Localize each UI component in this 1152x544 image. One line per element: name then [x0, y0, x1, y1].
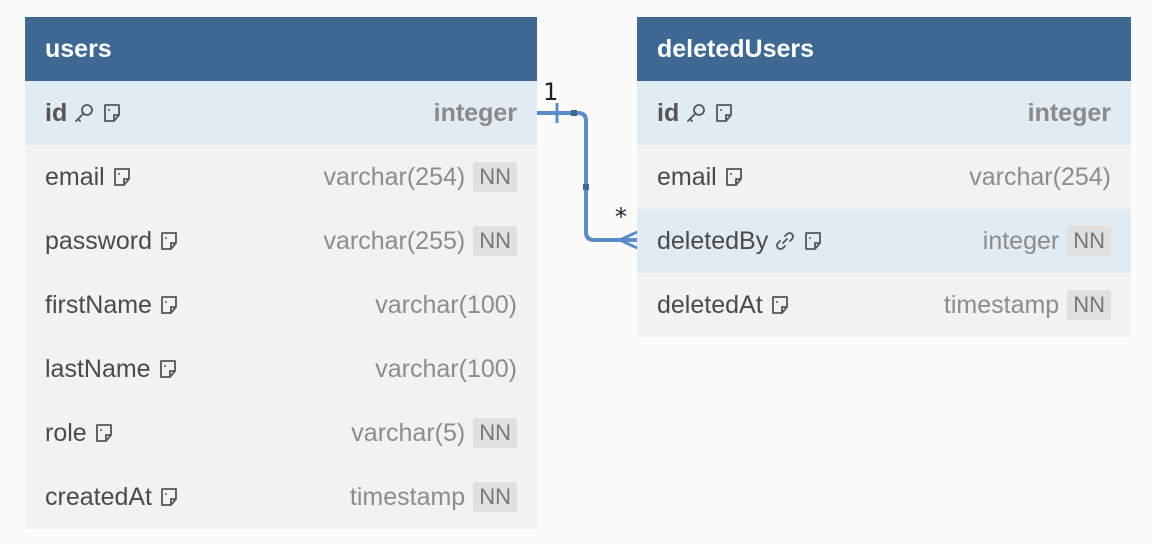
column-row-id[interactable]: id integer: [637, 81, 1131, 145]
column-name: email: [657, 162, 717, 191]
column-type: timestamp: [943, 290, 1060, 319]
column-name-group: deletedBy: [657, 227, 824, 256]
not-null-badge: NN: [473, 418, 517, 448]
column-row-role[interactable]: role varchar(5)NN: [25, 401, 537, 465]
note-icon[interactable]: [723, 166, 745, 188]
not-null-badge: NN: [1067, 290, 1111, 320]
line-handle: [583, 184, 589, 190]
column-name: id: [657, 98, 680, 127]
column-type: timestamp: [349, 482, 466, 511]
key-icon: [73, 102, 95, 124]
note-icon[interactable]: [111, 166, 133, 188]
table-header[interactable]: deletedUsers: [637, 17, 1131, 81]
crow-foot-lower: [619, 238, 638, 250]
column-name-group: email: [657, 163, 745, 192]
note-icon[interactable]: [158, 486, 180, 508]
column-name: firstName: [45, 290, 152, 319]
column-row-email[interactable]: email varchar(254): [637, 145, 1131, 209]
column-row-email[interactable]: email varchar(254)NN: [25, 145, 537, 209]
table-deleted-users[interactable]: deletedUsers id integer email varchar(254) d…: [637, 17, 1131, 337]
column-name-group: lastName: [45, 355, 179, 384]
column-type: integer: [1027, 98, 1111, 127]
note-icon[interactable]: [93, 422, 115, 444]
column-type: varchar(254): [323, 162, 466, 191]
column-type: integer: [982, 226, 1060, 255]
table-header[interactable]: users: [25, 17, 537, 81]
column-name: role: [45, 418, 87, 447]
note-icon[interactable]: [713, 102, 735, 124]
column-type: varchar(100): [375, 290, 517, 319]
column-name-group: id: [657, 99, 735, 128]
column-name: deletedBy: [657, 226, 769, 255]
column-type: varchar(5): [351, 418, 466, 447]
note-icon[interactable]: [158, 294, 180, 316]
column-name-group: createdAt: [45, 483, 180, 512]
note-icon[interactable]: [769, 294, 791, 316]
column-row-password[interactable]: password varchar(255)NN: [25, 209, 537, 273]
key-icon: [685, 102, 707, 124]
column-name: email: [45, 162, 105, 191]
column-name: createdAt: [45, 482, 153, 511]
column-name-group: role: [45, 419, 115, 448]
column-name-group: id: [45, 99, 123, 128]
column-name-group: firstName: [45, 291, 180, 320]
column-type: integer: [433, 98, 517, 127]
note-icon[interactable]: [157, 358, 179, 380]
column-list: id integer email varchar(254) deletedBy integ…: [637, 81, 1131, 337]
cardinality-many-label: *: [615, 203, 627, 231]
table-title: users: [45, 34, 112, 63]
note-icon[interactable]: [101, 102, 123, 124]
table-title: deletedUsers: [657, 34, 815, 63]
not-null-badge: NN: [473, 482, 517, 512]
column-name: password: [45, 226, 152, 255]
column-type: varchar(254): [969, 162, 1111, 191]
column-row-id[interactable]: id integer: [25, 81, 537, 145]
column-name: lastName: [45, 354, 151, 383]
note-icon[interactable]: [802, 230, 824, 252]
not-null-badge: NN: [473, 226, 517, 256]
column-name: deletedAt: [657, 290, 763, 319]
column-name-group: deletedAt: [657, 291, 791, 320]
crow-foot-upper: [619, 230, 638, 242]
column-row-firstname[interactable]: firstName varchar(100): [25, 273, 537, 337]
not-null-badge: NN: [473, 162, 517, 192]
column-name: id: [45, 98, 68, 127]
column-name-group: email: [45, 163, 133, 192]
column-type: varchar(255): [323, 226, 466, 255]
cardinality-one-label: 1: [543, 78, 559, 106]
column-name-group: password: [45, 227, 180, 256]
note-icon[interactable]: [158, 230, 180, 252]
line-handle: [571, 110, 577, 116]
column-type: varchar(100): [375, 354, 517, 383]
not-null-badge: NN: [1067, 226, 1111, 256]
link-icon: [774, 230, 796, 252]
column-row-lastname[interactable]: lastName varchar(100): [25, 337, 537, 401]
